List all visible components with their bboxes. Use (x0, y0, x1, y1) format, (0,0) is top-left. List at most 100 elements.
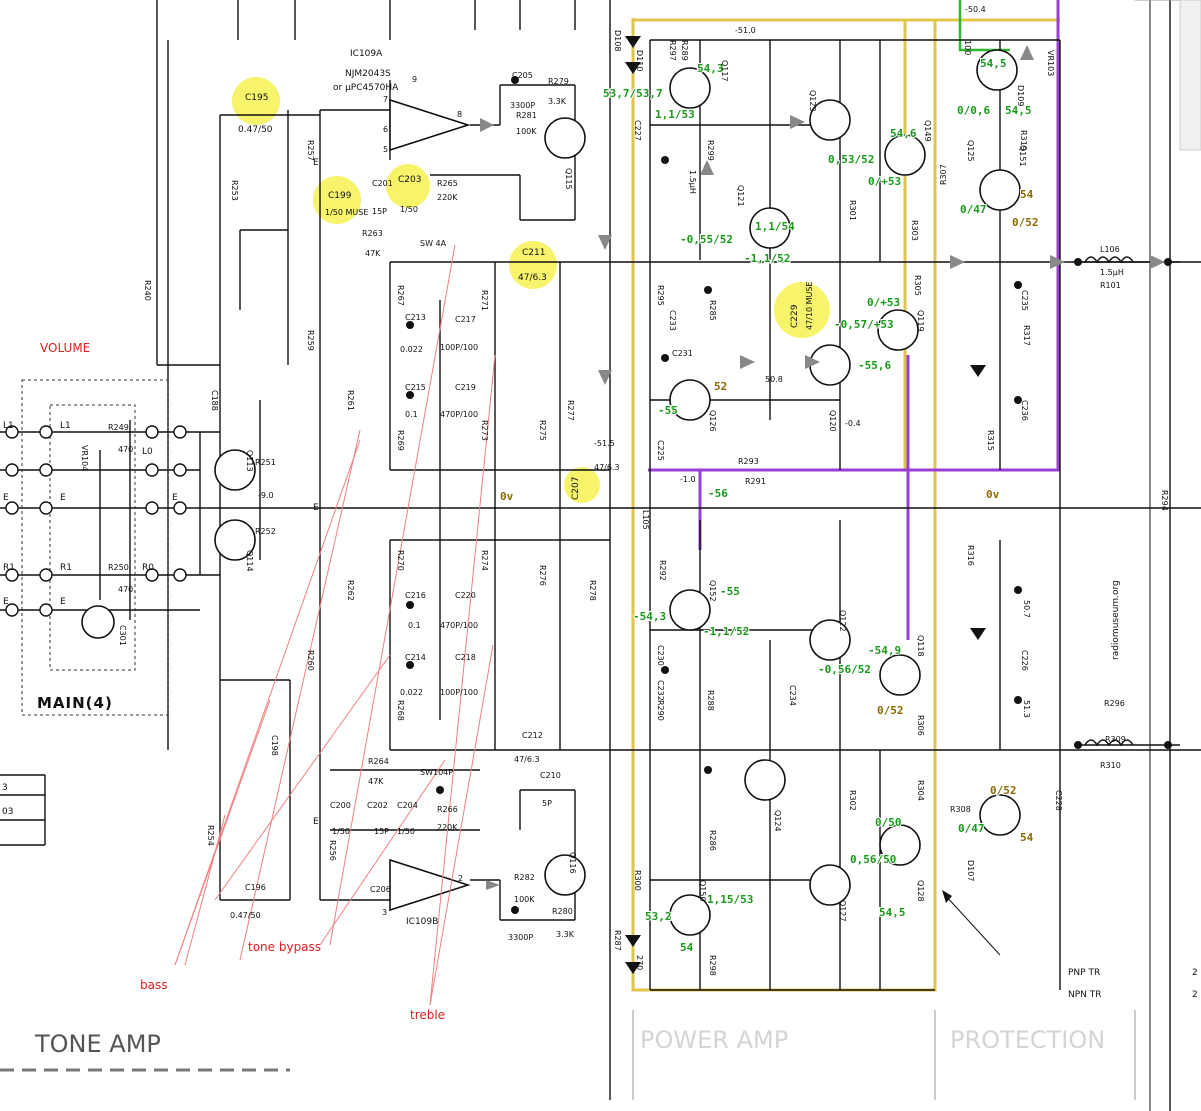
q122-symbol (744, 759, 786, 801)
component-label: R268 (396, 700, 405, 721)
component-label: R251 (255, 458, 276, 467)
component-label: R298 (708, 955, 717, 976)
v-q128b: 0/47 (958, 822, 985, 835)
component-label: C233 (668, 310, 677, 331)
component-label: R286 (708, 830, 717, 851)
component-label: C188 (210, 390, 219, 411)
pin-label: 6 (383, 125, 388, 134)
io-label: E (313, 503, 319, 513)
q125b-symbol (809, 344, 851, 386)
io-labels: L1 L1 E E R1 R1 E E L0 R0 E E E E (3, 158, 319, 827)
c211-label: C211 (522, 248, 545, 258)
component-label: R259 (306, 330, 315, 351)
v-q119b: -55 (658, 404, 678, 417)
v-q121c: -1,1/52 (744, 252, 790, 265)
v-q128a: 0/52 (990, 784, 1017, 797)
c211-value: 47/6.3 (518, 273, 547, 283)
component-label: R306 (916, 715, 925, 736)
component-label: D108 (613, 30, 622, 51)
v-q152c: 0/52 (877, 704, 904, 717)
component-label: R278 (588, 580, 597, 601)
c203-value: 1/50 (400, 205, 418, 214)
v-q127c: 54,5 (1005, 104, 1032, 117)
legend-pnp: PNP TR (1068, 968, 1100, 978)
section-tone-amp: TONE AMP (34, 1030, 161, 1058)
io-label: L0 (142, 447, 153, 457)
component-label: 270 (635, 955, 644, 970)
legend: PNP TR NPN TR 2 2 (1068, 968, 1198, 1000)
component-label: R290 (656, 700, 665, 721)
component-label: R270 (396, 550, 405, 571)
q114-symbol (214, 519, 256, 561)
legend-npn: NPN TR (1068, 990, 1102, 1000)
v-q120b: -54,3 (633, 610, 666, 623)
pin-label: 7 (383, 95, 388, 104)
component-value: 3.3K (556, 930, 575, 939)
component-labels: 7 9 8 5 6 C205 3300P R279 3.3K R281 100K… (80, 5, 1169, 976)
component-label: Q123 (808, 90, 817, 112)
component-label: R263 (362, 229, 383, 238)
component-label: R303 (910, 220, 919, 241)
component-label: C213 (405, 313, 426, 322)
component-value: 1/50 (332, 827, 350, 836)
component-label: R261 (346, 390, 355, 411)
io-label: L1 (60, 421, 71, 431)
component-label: C235 (1020, 290, 1029, 311)
io-label: E (3, 597, 9, 607)
highlight-c207 (564, 467, 600, 503)
section-protection: PROTECTION (950, 1026, 1105, 1054)
component-label: Q150 (698, 880, 707, 902)
component-label: C228 (1054, 790, 1063, 811)
component-label: 1.5μH (688, 170, 697, 194)
v-q125a: 0/47 (960, 203, 987, 216)
component-value: R310 (1100, 761, 1121, 770)
component-label: C204 (397, 801, 418, 810)
component-label: R305 (913, 275, 922, 296)
component-label: Q118 (916, 635, 925, 657)
component-label: L105 (641, 510, 650, 530)
component-label: Q116 (568, 852, 577, 874)
component-label: Q117 (720, 60, 729, 82)
component-label: C226 (1020, 650, 1029, 671)
section-labels: TONE AMP POWER AMP PROTECTION MAIN(4) (34, 694, 1105, 1058)
component-label: C200 (330, 801, 351, 810)
component-label: C215 (405, 383, 426, 392)
component-label: Q149 (923, 120, 932, 142)
highlight-labels: C195 0.47/50 C199 1/50 MUSE C203 1/50 C2… (238, 93, 814, 500)
voltage-labels: 54,3 53,7/53,7 1,1/53 1,1/54 -0,55/52 -1… (499, 56, 1040, 955)
component-value: -50.4 (965, 5, 986, 14)
component-label: C198 (270, 735, 279, 756)
component-label: C230 (656, 645, 665, 666)
ic109b-symbol (389, 858, 471, 912)
component-label: R275 (538, 420, 547, 441)
v-q151c: -55,6 (858, 359, 891, 372)
component-label: R274 (480, 550, 489, 571)
highlight-layer (232, 77, 830, 503)
component-value: -51.5 (594, 439, 615, 448)
component-value: 47K (368, 777, 384, 786)
q126-symbol (809, 619, 851, 661)
v-q151a: 0/+53 (867, 296, 900, 309)
component-label: C220 (455, 591, 476, 600)
component-label: R280 (552, 907, 573, 916)
component-value: 0.1 (405, 410, 418, 419)
left-box-line1: 3 (2, 783, 8, 793)
section-power-amp: POWER AMP (640, 1026, 788, 1054)
c195-label: C195 (245, 93, 268, 103)
v-q150c: 54,5 (879, 906, 906, 919)
component-value: 470 (118, 585, 133, 594)
v-q118c: 54 (680, 941, 694, 954)
q151-symbol (877, 309, 919, 351)
component-label: R292 (658, 560, 667, 581)
component-value: 47K (365, 249, 381, 258)
component-label: R253 (230, 180, 239, 201)
component-label: R265 (437, 179, 458, 188)
c199-value: 1/50 MUSE (325, 208, 368, 217)
v-q149b: 0,53/52 (828, 153, 874, 166)
q121-symbol (749, 207, 791, 249)
component-label: R287 (613, 930, 622, 951)
component-value: 0.1 (408, 621, 421, 630)
component-label: R319 (1019, 130, 1028, 151)
component-value: 5P (542, 799, 552, 808)
component-label: VR104 (80, 445, 89, 471)
